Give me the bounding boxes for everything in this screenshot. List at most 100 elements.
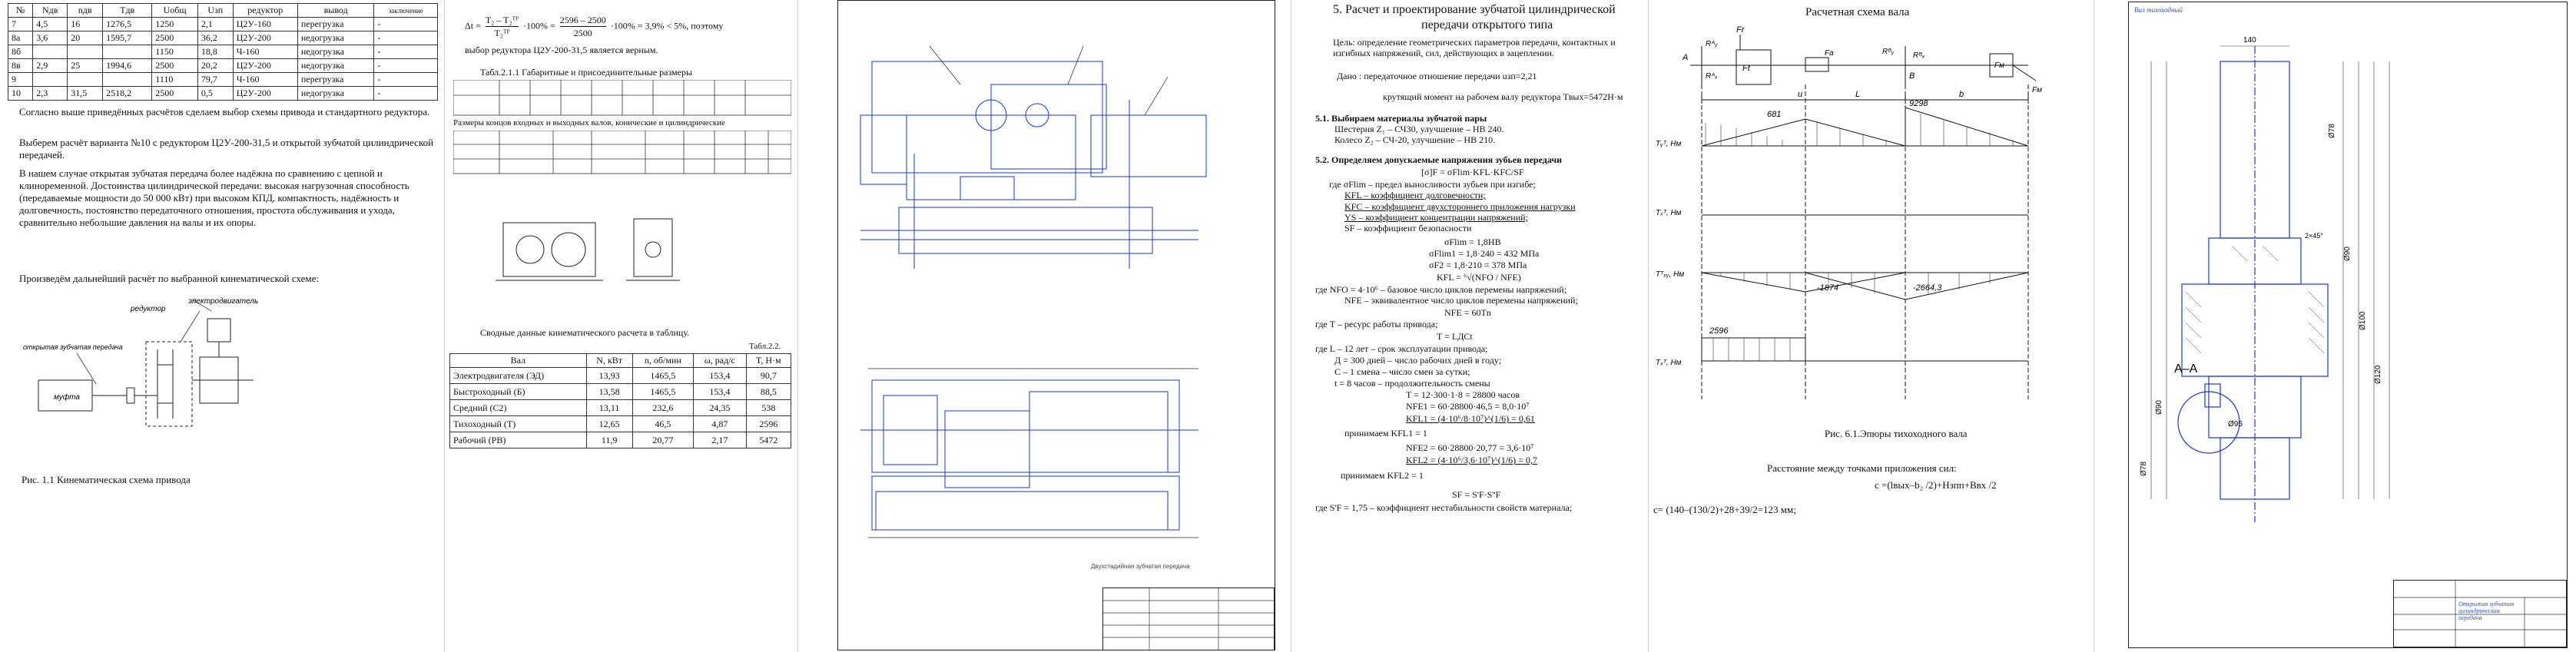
moment-axis-label: Tᵧᵀ, Нм — [1656, 140, 1682, 148]
cell: 20 — [67, 31, 104, 45]
line: SF – коэффициент безопасности — [1344, 223, 1472, 233]
diagram-label-reducer: редуктор — [130, 305, 166, 313]
formula: [σ]F = σFlim·KFL·KFC/SF — [1421, 167, 1524, 177]
cell: Рабочий (РВ) — [449, 432, 587, 448]
subsection-title: 5.1. Выбираем материалы зубчатой пары — [1315, 113, 1487, 124]
cell: 2,3 — [32, 86, 68, 101]
cell: 8б — [7, 45, 34, 59]
formula: NFE = 60Tn — [1444, 307, 1491, 318]
paragraph: крутящий момент на рабочем валу редуктор… — [1383, 91, 1623, 102]
cell: Ц2У-200 — [232, 58, 298, 73]
dim-label: Ø120 — [2374, 365, 2382, 384]
cell: 11,9 — [585, 432, 633, 448]
cell: 153,4 — [693, 383, 747, 400]
formula: KFL2 = (4·10⁶/3,6·10⁷)^(1/6) = 0,7 — [1406, 455, 1537, 465]
cell: - — [373, 17, 438, 31]
formula: T = LДCt — [1437, 331, 1473, 342]
cell: Ц2У-200 — [232, 86, 298, 101]
formula: NFE1 = 60·28800·46,5 = 8,0·10⁷ — [1406, 401, 1530, 412]
line: принимаем KFL2 = 1 — [1341, 470, 1424, 481]
moment-axis-label: Tₓᵀ, Нм — [1656, 359, 1682, 367]
th-1: N, кВт — [585, 353, 633, 368]
formula: NFE2 = 60·28800·20,77 = 3,6·10⁷ — [1406, 442, 1534, 453]
paragraph: Цель: определение геометрических парамет… — [1333, 37, 1616, 58]
cell: 232,6 — [632, 399, 695, 416]
cell: 5472 — [745, 432, 792, 448]
drawing-frame — [837, 0, 1275, 650]
cell: 24,35 — [693, 399, 747, 416]
moment-value: -1874 — [1817, 283, 1838, 293]
label-fm: Fм — [1994, 61, 2004, 70]
cell — [102, 72, 153, 87]
diagram-label-motor: электродвигатель — [188, 297, 258, 306]
subsection-title: 5.2. Определяем допускаемые напряжения з… — [1315, 154, 1563, 165]
label-l: L — [1855, 90, 1860, 99]
section-title: передачи открытого типа — [1421, 18, 1553, 32]
cell: Ч-160 — [232, 72, 298, 87]
line: где L – 12 лет – срок эксплуатации приво… — [1315, 343, 1488, 354]
formula: c= (140–(130/2)+28+39/2=123 мм; — [1653, 504, 1796, 515]
line: YS – коэффициент концентрации напряжений… — [1344, 212, 1528, 223]
cell: 8в — [7, 58, 34, 73]
label-ray: Rᴬᵧ — [1706, 40, 1718, 48]
th-4: T, Н·м — [745, 353, 792, 368]
cell: 2,17 — [693, 432, 747, 448]
moment-value: 681 — [1767, 110, 1781, 119]
label-fm2: Fм — [2032, 86, 2042, 94]
cell: 7 — [7, 17, 34, 31]
formula-part: 2500 — [573, 28, 592, 38]
cell — [102, 45, 153, 59]
cell: недогрузка — [297, 86, 375, 101]
dim-label: Ø78 — [2328, 124, 2336, 138]
figure-caption: Рис. 6.1.Эпюры тихоходного вала — [1825, 428, 1968, 439]
formula-part: T₂ᵀᴾ — [494, 28, 510, 38]
th-2: n, об/мин — [632, 353, 695, 368]
line: где NFO = 4·10⁶ – базовое число циклов п… — [1315, 284, 1567, 295]
line: где σFlim – предел выносливости зубьев п… — [1329, 179, 1536, 190]
th-0: Вал — [449, 353, 587, 368]
cell: 1276,5 — [102, 17, 153, 31]
dim-label: Ø100 — [2359, 311, 2367, 330]
line: Колесо Z₂ – СЧ-20, улучшение – НВ 210. — [1334, 134, 1496, 145]
th-5: Uзп — [197, 3, 234, 18]
formula: SF = S'F·S''F — [1452, 489, 1501, 500]
title-block-grid — [1103, 588, 1274, 650]
cell: 1150 — [151, 45, 198, 59]
cell: Ч-160 — [232, 45, 298, 59]
cell: 2,1 — [197, 17, 234, 31]
page-2: Δt = T₂ – T₂ᵀᴾ T₂ᵀᴾ ·100% = 2596 – 2500 … — [449, 0, 795, 652]
label-fa: Fa — [1825, 49, 1834, 58]
cell: 10 — [7, 86, 34, 101]
label-bdim: b — [1959, 90, 1964, 99]
table-header-row: Вал N, кВт n, об/мин ω, рад/с T, Н·м — [449, 353, 792, 368]
line: NFE – эквивалентное число циклов перемен… — [1344, 295, 1578, 306]
moment-axis-label: Tₓᵀ, Нм — [1656, 209, 1682, 217]
paragraph: Дано : передаточное отношение передачи u… — [1337, 71, 1537, 81]
moment-axis-label: Tᵀₓᵧ, Нм — [1656, 270, 1684, 279]
cell — [67, 45, 104, 59]
th-6: редуктор — [232, 3, 298, 18]
page-5: Расчетная схема вала — [1652, 0, 2090, 652]
page-separator — [1648, 0, 1649, 652]
diagram-label-open-gear: открытая зубчатая передача — [23, 343, 123, 351]
cell: 9 — [7, 72, 34, 87]
dim-label: Ø90 — [2155, 400, 2163, 415]
line: принимаем KFL1 = 1 — [1344, 428, 1427, 439]
cell: 46,5 — [632, 415, 695, 432]
th-3: ω, рад/с — [693, 353, 747, 368]
th-0: № — [7, 3, 34, 18]
page-separator — [797, 0, 798, 652]
paragraph: выбор редуктора Ц2У-200-31,5 является ве… — [465, 45, 658, 55]
title-block — [1102, 587, 1275, 650]
cell: 31,5 — [67, 86, 104, 101]
th-2: nдв — [67, 3, 104, 18]
formula: σF2 = 1,8·210 = 378 МПа — [1429, 260, 1527, 270]
assembly-drawing: Двухстадийная зубчатая передача — [860, 45, 1207, 570]
dim-label: 2×45° — [2305, 232, 2323, 240]
cell: 13,58 — [585, 383, 633, 400]
